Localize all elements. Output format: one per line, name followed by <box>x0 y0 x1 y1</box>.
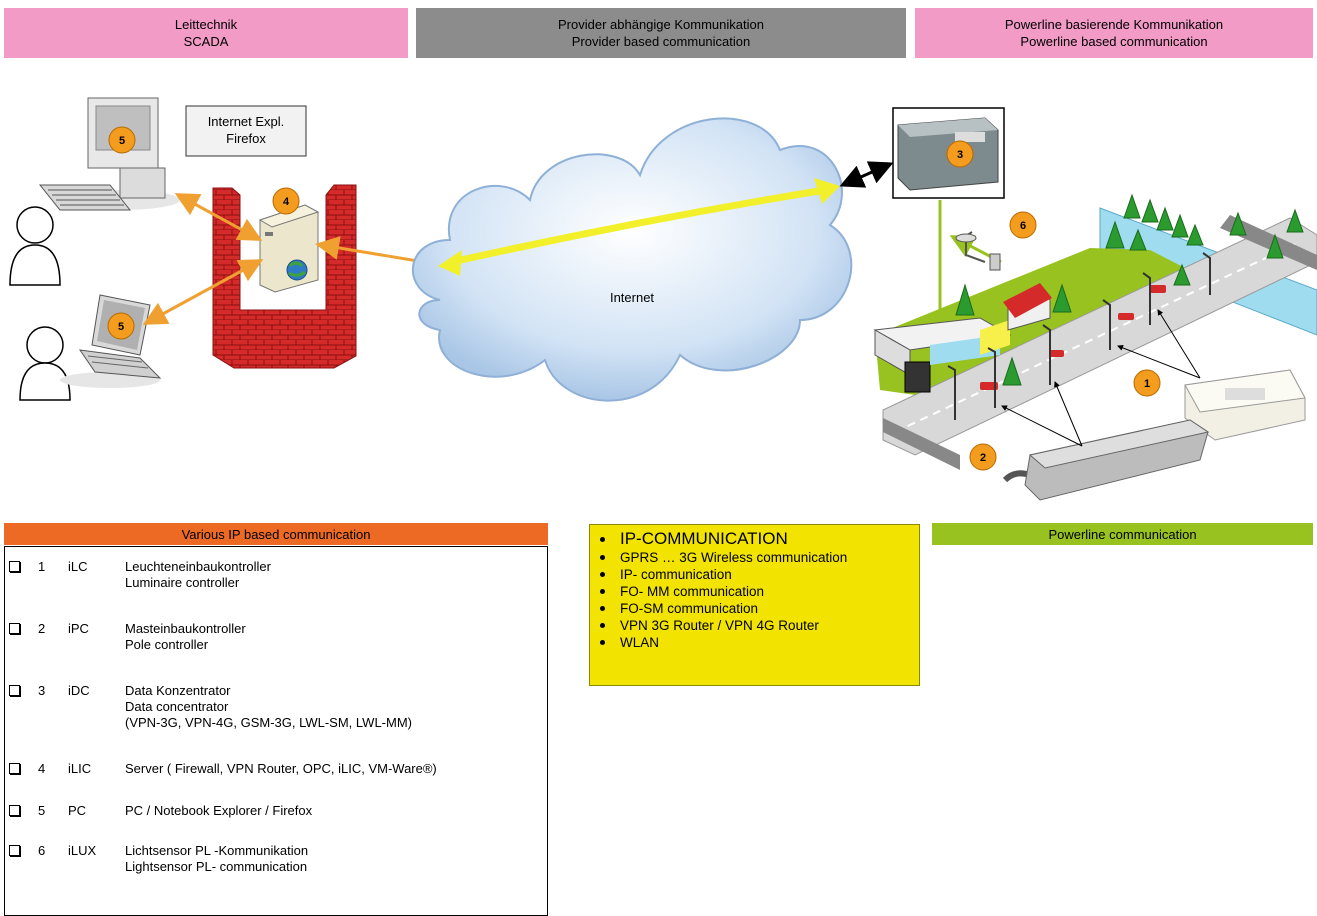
badge-server-label: 4 <box>283 196 290 208</box>
header-provider-line1: Provider abhängige Kommunikation <box>558 17 764 32</box>
header-powerline-line1: Powerline basierende Kommunikation <box>1004 17 1224 32</box>
badge-pole-label: 2 <box>980 452 986 464</box>
badge-luminaire-label: 1 <box>1144 378 1150 390</box>
link-cloud-concentrator <box>839 161 894 188</box>
browser-label-box <box>185 105 307 157</box>
badge-concentrator: 3 <box>946 140 974 168</box>
header-scada: Leittechnik SCADA <box>4 8 408 58</box>
ip-section-bar: Various IP based communication <box>4 523 548 545</box>
ip-communication-box: IP-COMMUNICATION GPRS … 3G Wireless comm… <box>589 524 920 686</box>
ip-section-title: Various IP based communication <box>181 526 371 542</box>
legend-code: iLC <box>68 559 88 574</box>
legend-num: 2 <box>38 621 46 636</box>
legend-code: iLUX <box>68 843 97 858</box>
header-powerline: Powerline basierende Kommunikation Power… <box>915 8 1313 58</box>
ip-box-title: IP-COMMUNICATION <box>596 529 919 549</box>
badge-concentrator-label: 3 <box>957 149 963 161</box>
internet-label: Internet <box>610 290 654 305</box>
network-diagram: Internet Expl. Firefox Internet <box>9 97 1317 501</box>
legend-num: 5 <box>38 803 46 818</box>
legend-desc: PC / Notebook Explorer / Firefox <box>125 803 313 818</box>
legend-code: iDC <box>68 683 90 698</box>
browser-label-line2: Firefox <box>226 131 266 146</box>
luminaire-controller-icon <box>1184 369 1306 441</box>
laptop-icon <box>60 294 162 388</box>
ip-box-item: GPRS … 3G Wireless communication <box>596 549 919 566</box>
header-scada-line1: Leittechnik <box>174 17 238 32</box>
header-provider-line2: Provider based communication <box>571 34 751 49</box>
ip-box-item: FO- MM communication <box>596 583 919 600</box>
legend-desc: Pole controller <box>125 637 209 652</box>
legend-desc: Luminaire controller <box>125 575 240 590</box>
checkbox-icon <box>9 805 20 816</box>
badge-lightsensor-label: 6 <box>1020 220 1026 232</box>
link-laptop-server <box>142 259 264 325</box>
badge-pc-bottom-label: 5 <box>118 321 124 333</box>
legend-desc: Leuchteneinbaukontroller <box>125 559 271 574</box>
legend-num: 4 <box>38 761 46 776</box>
header-powerline-line2: Powerline based communication <box>1020 34 1208 49</box>
legend-num: 3 <box>38 683 46 698</box>
checkbox-icon <box>9 685 20 696</box>
server-icon <box>258 204 320 293</box>
legend-desc: Data Konzentrator <box>125 683 231 698</box>
legend-desc: Lightsensor PL- communication <box>125 859 308 874</box>
ip-box-item: IP- communication <box>596 566 919 583</box>
pointer-arrow <box>1117 345 1201 379</box>
link-pc-server <box>174 193 263 241</box>
desktop-pc-icon <box>38 97 180 211</box>
pointer-arrow <box>1157 309 1201 379</box>
badge-pc-top: 5 <box>108 126 136 154</box>
checkbox-icon <box>9 623 20 634</box>
badge-lightsensor: 6 <box>1009 211 1037 239</box>
header-provider: Provider abhängige Kommunikation Provide… <box>416 8 906 58</box>
legend-desc: Server ( Firewall, VPN Router, OPC, iLIC… <box>125 761 437 776</box>
header-scada-line2: SCADA <box>183 34 229 49</box>
legend-desc: Lichtsensor PL -Kommunikation <box>125 843 309 858</box>
ip-box-item: VPN 3G Router / VPN 4G Router <box>596 617 919 634</box>
user-icon <box>9 206 61 286</box>
legend-code: iPC <box>68 621 89 636</box>
badge-server: 4 <box>272 187 300 215</box>
ip-box-item: FO-SM communication <box>596 600 919 617</box>
browser-label-line1: Internet Expl. <box>208 114 285 129</box>
pointer-arrow <box>1054 381 1083 447</box>
user-icon <box>19 326 71 401</box>
checkbox-icon <box>9 561 20 572</box>
internet-cloud-icon <box>412 117 853 402</box>
link-internet-concentrator <box>451 186 826 266</box>
legend-desc: (VPN-3G, VPN-4G, GSM-3G, LWL-SM, LWL-MM) <box>125 715 412 730</box>
pointer-arrow <box>1001 405 1083 447</box>
legend-desc: Data concentrator <box>125 699 229 714</box>
legend-code: PC <box>68 803 87 818</box>
legend-num: 6 <box>38 843 46 858</box>
powerline-section-bar: Powerline communication <box>932 523 1313 545</box>
legend-num: 1 <box>38 559 46 574</box>
checkbox-icon <box>9 845 20 856</box>
ip-box-item: WLAN <box>596 634 919 651</box>
badge-pole: 2 <box>969 443 997 471</box>
legend-desc: Masteinbaukontroller <box>125 621 246 636</box>
pole-controller-icon <box>1002 419 1210 501</box>
street-scene-illustration <box>873 193 1317 470</box>
badge-pc-top-label: 5 <box>119 135 125 147</box>
legend-code: iLIC <box>68 761 92 776</box>
ip-box-list: GPRS … 3G Wireless communication IP- com… <box>596 549 919 651</box>
badge-pc-bottom: 5 <box>107 312 135 340</box>
checkbox-icon <box>9 763 20 774</box>
powerline-section-title: Powerline communication <box>1048 526 1197 542</box>
badge-luminaire: 1 <box>1133 369 1161 397</box>
